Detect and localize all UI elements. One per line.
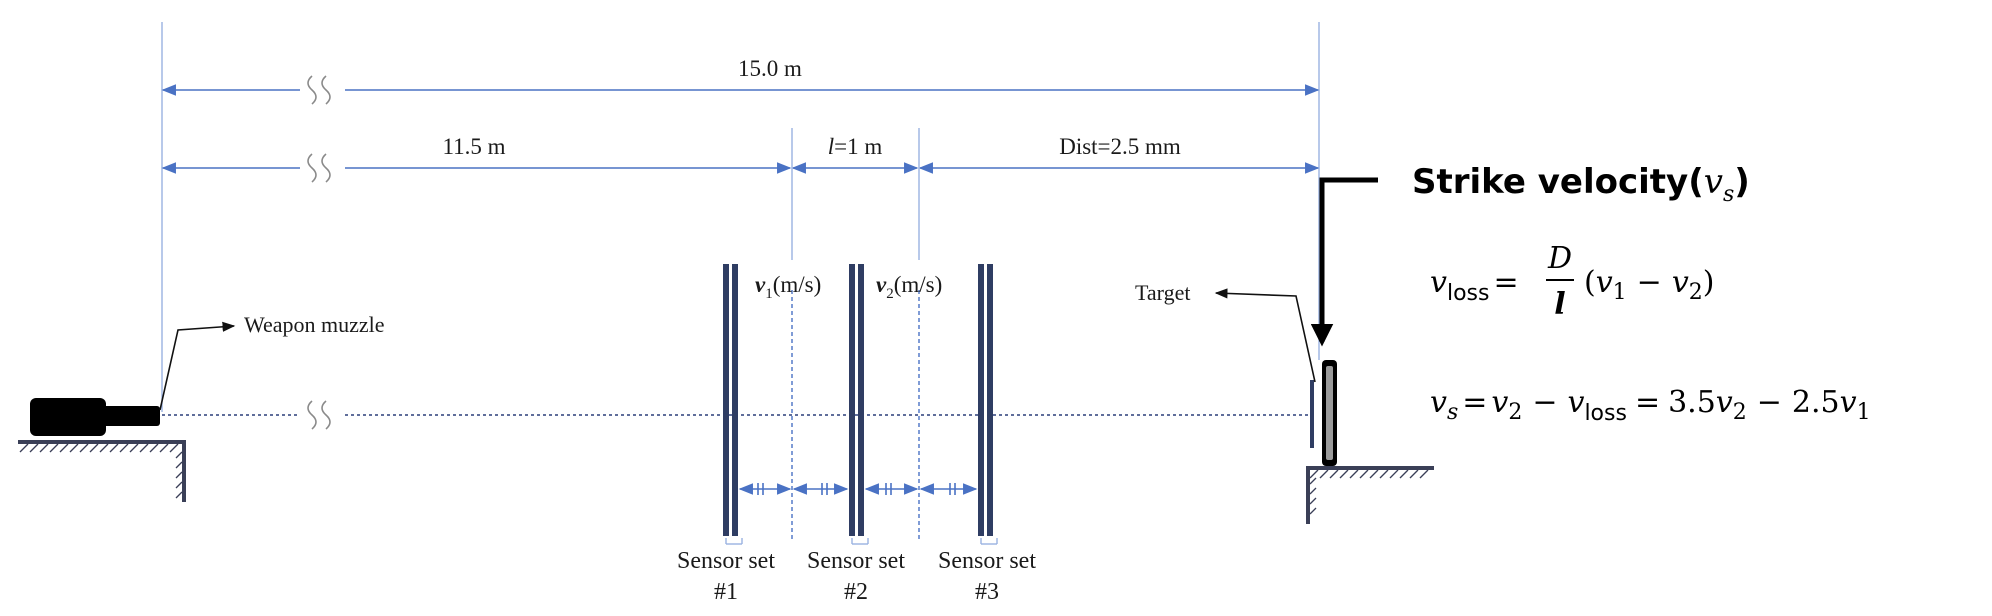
svg-text:#3: #3 — [975, 579, 999, 605]
dimension-sensor3-to-target-label: Dist=2.5 mm — [1059, 134, 1181, 159]
target-callout: Target — [1135, 280, 1316, 383]
dimension-row-segments: 11.5 m l=1 m Dist=2.5 mm — [161, 134, 1320, 183]
sensor-set-3-label: Sensor set #3 — [938, 548, 1036, 605]
dimension-total: 15.0 m — [161, 56, 1320, 105]
sensor-set-1-label: Sensor set #1 — [677, 548, 775, 605]
sensor-set-1-bars — [723, 264, 738, 536]
sensor-bottom-dimensions — [725, 483, 998, 545]
svg-text:Sensor set: Sensor set — [677, 548, 775, 574]
weapon-ground-hatch — [19, 443, 179, 453]
equation-vs: vs=v2−vloss=3.5v2−2.5v1 — [1430, 385, 1871, 426]
equation-vloss: vloss= D l (v1−v2) — [1430, 241, 1714, 322]
strike-velocity-title: Strike velocity(vs) — [1412, 162, 1750, 207]
svg-text:(v1−v2): (v1−v2) — [1584, 265, 1714, 305]
svg-text:#1: #1 — [714, 579, 738, 605]
svg-text:Sensor set: Sensor set — [938, 548, 1036, 574]
sensor-set-2-bars — [849, 264, 864, 536]
svg-text:Sensor set: Sensor set — [807, 548, 905, 574]
sensor-set-3-bars — [978, 264, 993, 536]
svg-text:D: D — [1547, 241, 1572, 276]
svg-text:vs=v2−vloss=3.5v2−2.5v1: vs=v2−vloss=3.5v2−2.5v1 — [1430, 385, 1871, 426]
target — [1306, 360, 1434, 524]
axis-break-symbol — [307, 153, 317, 183]
dimension-total-label: 15.0 m — [738, 56, 802, 81]
velocity-v2-label: v2(m/s) — [876, 272, 942, 302]
svg-text:#2: #2 — [844, 579, 868, 605]
strike-velocity-arrow — [1310, 177, 1378, 347]
sensor-set-2-label: Sensor set #2 — [807, 548, 905, 605]
weapon — [18, 398, 186, 502]
axis-break-symbol — [307, 400, 317, 430]
velocity-v1-label: v1(m/s) — [755, 272, 821, 302]
weapon-muzzle-label: Weapon muzzle — [244, 312, 385, 337]
svg-text:vloss=: vloss= — [1430, 265, 1519, 306]
target-ground-hatch — [1309, 469, 1429, 479]
weapon-wall-hatch — [175, 451, 183, 499]
axis-break-symbol — [307, 75, 317, 105]
weapon-muzzle-callout: Weapon muzzle — [159, 312, 385, 411]
dimension-sensor-spacing-label: l=1 m — [828, 134, 883, 159]
target-label: Target — [1135, 280, 1190, 305]
svg-text:l: l — [1554, 287, 1565, 322]
target-wall-hatch — [1309, 477, 1317, 515]
dimension-muzzle-to-sensor1-label: 11.5 m — [442, 134, 505, 159]
